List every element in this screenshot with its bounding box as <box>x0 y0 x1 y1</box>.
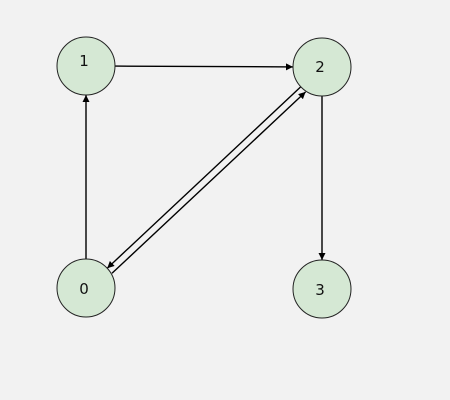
node-3: 3 <box>292 259 352 319</box>
node-3-circle <box>292 259 352 319</box>
node-0: 0 <box>56 258 116 318</box>
edge-0-to-2 <box>111 91 307 274</box>
node-1: 1 <box>56 36 116 96</box>
node-1-circle <box>56 36 116 96</box>
node-0-label: 0 <box>79 280 89 298</box>
node-0-circle <box>56 258 116 318</box>
edge-1-to-2 <box>114 63 294 71</box>
node-2-circle <box>292 37 352 97</box>
edge-2-to-0 <box>106 86 302 269</box>
node-2: 2 <box>292 37 352 97</box>
node-3-label: 3 <box>315 281 325 299</box>
node-2-label: 2 <box>315 58 325 76</box>
node-1-label: 1 <box>79 52 89 70</box>
edges-layer <box>82 63 326 274</box>
nodes-layer: 0 1 2 3 <box>56 36 352 319</box>
